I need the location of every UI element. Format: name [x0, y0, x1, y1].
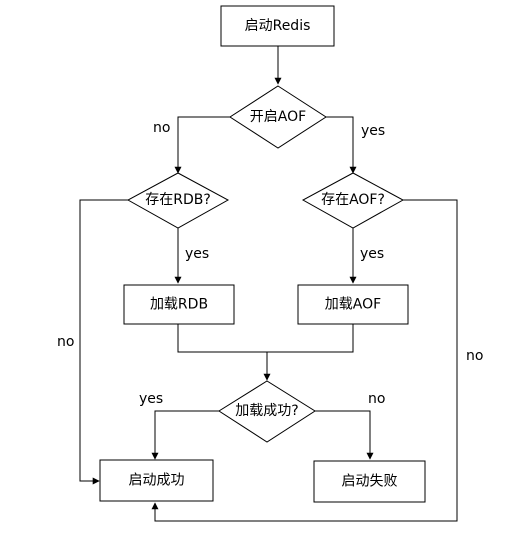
- edge-rdb-exists-no: [79, 199, 128, 485]
- aof-exists-label: 存在AOF?: [321, 192, 385, 208]
- rdb-exists-diamond: [126, 172, 230, 229]
- edge-label-aof-exists-yes: yes: [360, 246, 384, 262]
- edge-label-rdb-exists-no: no: [57, 334, 74, 350]
- edge-label-load-ok-no: no: [368, 391, 385, 407]
- node-load-success: 加载成功?: [218, 380, 316, 443]
- start-fail-label: 启动失败: [342, 474, 398, 490]
- start-fail-box: [313, 460, 426, 503]
- node-load-rdb: 加载RDB: [123, 284, 235, 325]
- start-success-label: 启动成功: [129, 473, 185, 489]
- start-redis-box: [220, 5, 335, 47]
- aof-exists-diamond: [301, 172, 405, 229]
- edge-label-load-ok-yes: yes: [139, 391, 163, 407]
- edge-label-aof-on-yes: yes: [361, 123, 385, 139]
- load-aof-box: [297, 284, 409, 325]
- node-aof-exists: 存在AOF?: [301, 172, 405, 229]
- edge-labels: no yes yes yes no no yes no: [57, 120, 483, 407]
- node-start-redis: 启动Redis: [220, 5, 335, 47]
- start-redis-label: 启动Redis: [245, 18, 311, 34]
- edge-load-rdb-merge: [177, 324, 354, 353]
- edge-aof-on-no: [174, 116, 230, 174]
- node-aof-enabled: 开启AOF: [229, 85, 327, 149]
- load-rdb-label: 加载RDB: [150, 297, 208, 313]
- edge-aof-exists-no: [151, 199, 458, 522]
- edge-label-rdb-exists-yes: yes: [185, 246, 209, 262]
- edge-label-aof-exists-no: no: [466, 348, 483, 364]
- aof-enabled-label: 开启AOF: [250, 109, 306, 125]
- load-success-diamond: [218, 380, 316, 443]
- edge-aof-on-yes: [326, 116, 357, 174]
- start-success-box: [99, 459, 214, 502]
- connectors: [79, 46, 458, 522]
- edge-label-aof-on-no: no: [153, 120, 170, 136]
- edge-load-ok-yes: [151, 410, 219, 460]
- aof-enabled-diamond: [229, 85, 327, 149]
- node-rdb-exists: 存在RDB?: [126, 172, 230, 229]
- load-success-label: 加载成功?: [235, 403, 298, 419]
- load-rdb-box: [123, 284, 235, 325]
- node-load-aof: 加载AOF: [297, 284, 409, 325]
- nodes: 启动Redis 开启AOF 存在RDB? 存在AOF? 加载RDB 加载AOF: [99, 5, 426, 503]
- node-start-success: 启动成功: [99, 459, 214, 502]
- rdb-exists-label: 存在RDB?: [145, 192, 211, 208]
- load-aof-label: 加载AOF: [325, 297, 381, 313]
- node-start-fail: 启动失败: [313, 460, 426, 503]
- edge-load-ok-no: [315, 410, 374, 460]
